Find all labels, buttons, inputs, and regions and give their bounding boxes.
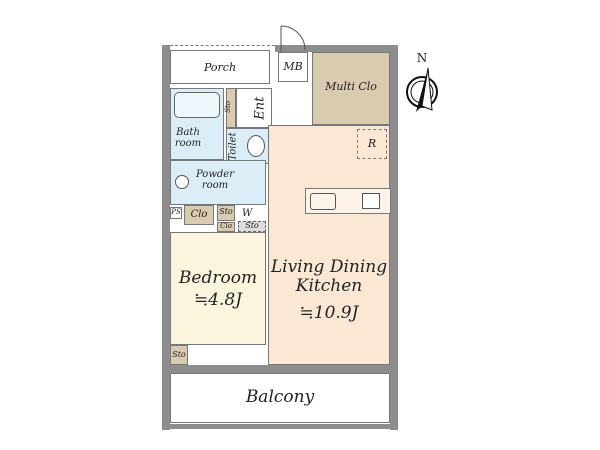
ps: PS: [170, 207, 182, 219]
sto-3: Sto: [238, 221, 266, 232]
wall-balcony: [170, 365, 390, 373]
refrigerator-space: R: [357, 129, 387, 159]
wall-right: [390, 45, 398, 430]
powder-room: Powder room: [170, 160, 266, 205]
sink-icon: [175, 175, 189, 189]
clo: Clo: [184, 205, 214, 225]
stove-icon: [362, 193, 380, 209]
wall-bottom: [162, 424, 398, 429]
kitchen-counter: [305, 188, 391, 214]
bedroom: Bedroom ≒4.8J: [170, 232, 266, 345]
multi-clo: Multi Clo: [312, 52, 390, 125]
mb-door-swing: [280, 25, 306, 52]
sto-2: Sto: [217, 205, 235, 221]
porch-dashed-edge: [170, 45, 275, 46]
north-arrow-icon: [406, 67, 438, 112]
entrance: Ent: [236, 88, 272, 128]
compass: N: [400, 51, 444, 118]
clo-2: Clo: [217, 222, 235, 232]
wall-top: [275, 45, 390, 52]
living-dining-kitchen: R Living Dining Kitchen ≒10.9J: [268, 125, 391, 365]
bath-room: Bath room: [170, 88, 224, 160]
toilet-icon: [247, 135, 265, 157]
porch: Porch: [170, 50, 270, 84]
mb: MB: [278, 52, 308, 82]
toilet: Toilet: [226, 128, 270, 164]
wall-left: [162, 45, 170, 430]
balcony: Balcony: [170, 373, 390, 423]
kitchen-sink-icon: [310, 193, 336, 210]
sto-bedroom: Sto: [170, 345, 188, 365]
w-label: W: [242, 208, 253, 219]
sto-entrance: Sto: [224, 88, 236, 128]
bathtub-icon: [174, 92, 220, 118]
